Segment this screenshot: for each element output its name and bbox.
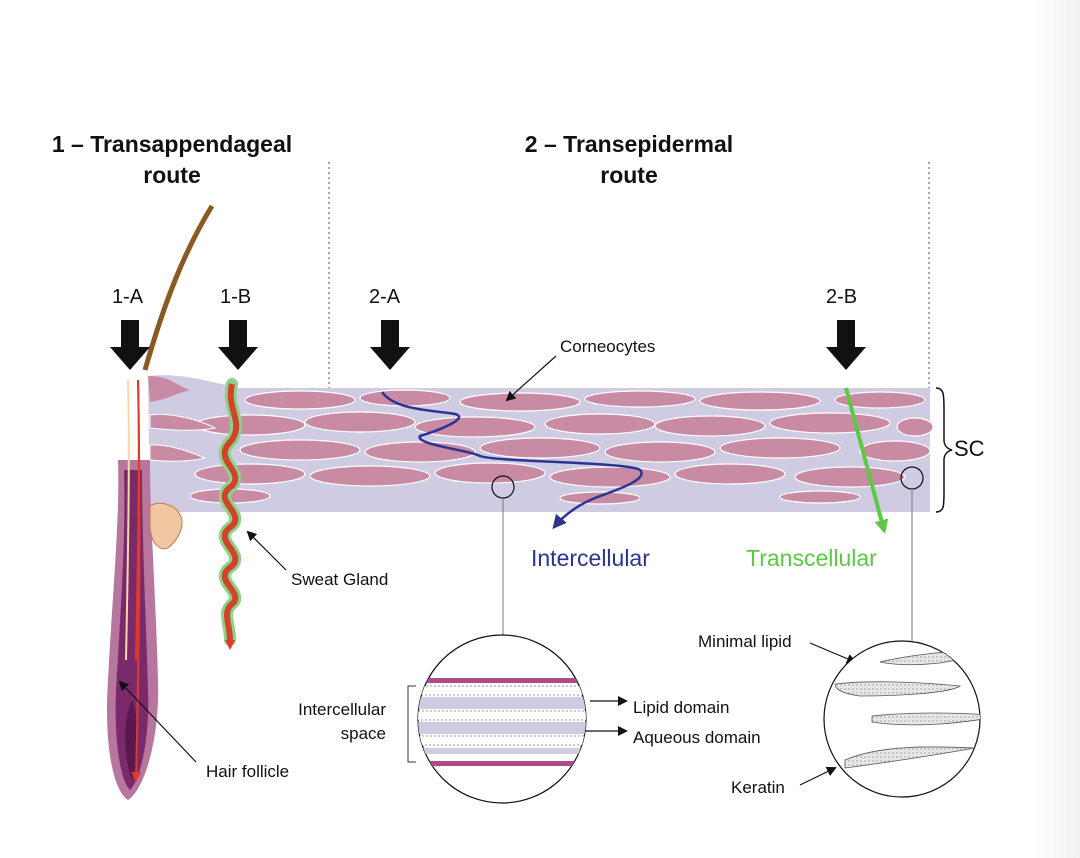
title-transappendageal: 1 – Transappendageal route xyxy=(51,131,293,188)
intercellular-zoom xyxy=(407,634,587,804)
arrow-1b xyxy=(218,320,258,370)
label-1a: 1-A xyxy=(112,286,144,308)
leader-lines xyxy=(118,355,857,786)
label-lipid-domain: Lipid domain xyxy=(633,698,730,717)
side-shade xyxy=(1034,0,1080,858)
title-transepidermal: 2 – Transepidermal route xyxy=(524,131,734,188)
label-intercellular-space: Intercellular space xyxy=(298,700,386,743)
label-corneocytes: Corneocytes xyxy=(560,337,656,356)
label-minimal-lipid: Minimal lipid xyxy=(698,632,792,651)
label-transcellular-route: Transcellular xyxy=(746,545,877,571)
label-1b: 1-B xyxy=(220,286,252,308)
label-aqueous-domain: Aqueous domain xyxy=(633,728,761,747)
sweat-gland-graphic xyxy=(218,378,243,650)
label-sweat-gland: Sweat Gland xyxy=(291,570,389,589)
stratum-corneum xyxy=(148,375,934,512)
arrow-1a xyxy=(110,320,150,370)
arrow-2a xyxy=(370,320,410,370)
transcellular-path xyxy=(844,387,889,534)
label-hair-follicle: Hair follicle xyxy=(206,762,290,781)
zoom-connectors xyxy=(491,466,924,641)
transcellular-zoom xyxy=(823,640,981,798)
label-sc: SC xyxy=(954,436,985,461)
intercellular-path xyxy=(380,391,643,530)
arrow-2b xyxy=(826,320,866,370)
label-2b: 2-B xyxy=(826,286,858,308)
label-2a: 2-A xyxy=(369,286,401,308)
label-keratin: Keratin xyxy=(731,778,785,797)
label-intercellular-route: Intercellular xyxy=(531,545,650,571)
sc-bracket xyxy=(935,387,953,513)
hair-follicle-graphic xyxy=(106,204,215,800)
route-arrows xyxy=(110,320,866,370)
